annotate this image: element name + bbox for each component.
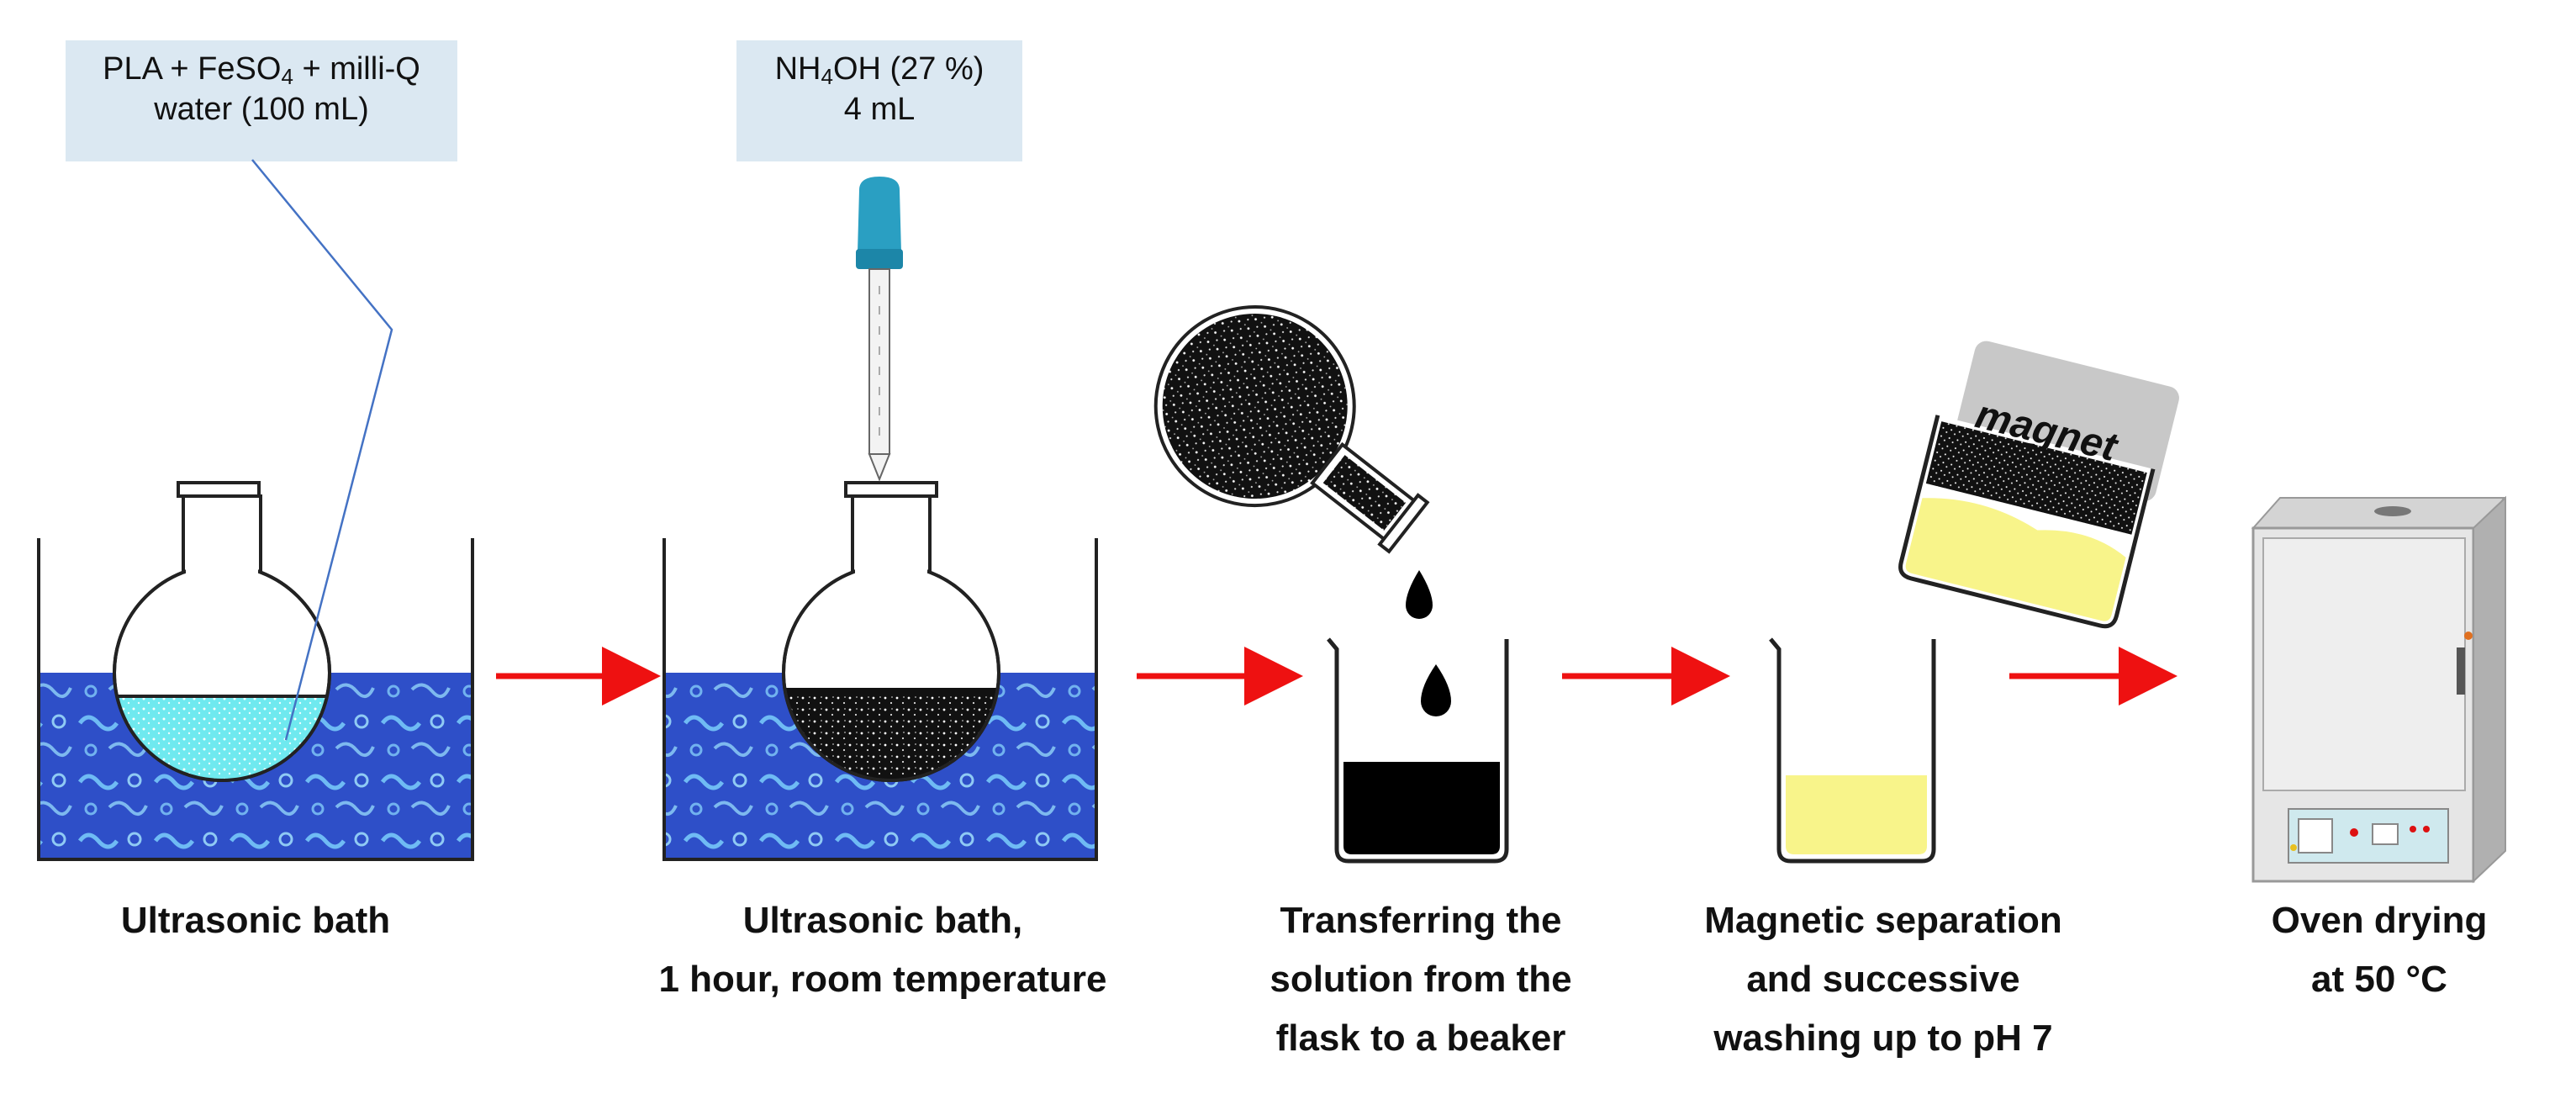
- caption-step-3: Transferring the solution from the flask…: [1219, 891, 1623, 1068]
- caption-step-5-line-1: Oven drying: [2271, 900, 2488, 941]
- reagents-label-line1: PLA + FeSO4 + milli-Q: [103, 51, 420, 89]
- drop-2: [1421, 664, 1451, 716]
- flask-1: [113, 481, 331, 782]
- caption-step-3-line-3: flask to a beaker: [1275, 1017, 1566, 1059]
- caption-step-2-line-2: 1 hour, room temperature: [658, 959, 1107, 1000]
- reagents-label-line2: water (100 mL): [154, 92, 369, 127]
- caption-step-1: Ultrasonic bath: [45, 891, 466, 950]
- caption-step-2-line-1: Ultrasonic bath,: [742, 900, 1023, 941]
- caption-step-3-line-2: solution from the: [1270, 959, 1572, 1000]
- beaker-2: [1769, 637, 1936, 864]
- caption-step-4-line-2: and successive: [1746, 959, 2020, 1000]
- flask-2: [782, 481, 1000, 782]
- ultrasonic-bath-1: [37, 159, 474, 861]
- beaker-1: [1327, 637, 1509, 864]
- transfer-step: [1153, 305, 1509, 864]
- drop-1: [1406, 570, 1433, 619]
- reagents-label: PLA + FeSO4 + milli-Q water (100 mL): [66, 40, 457, 161]
- caption-step-5-line-2: at 50 °C: [2311, 959, 2447, 1000]
- base-label-line2: 4 mL: [843, 92, 916, 127]
- magnetic-separation-step: magnet: [1769, 341, 2179, 864]
- caption-step-1-line-1: Ultrasonic bath: [120, 900, 391, 941]
- caption-step-4-line-3: washing up to pH 7: [1713, 1017, 2053, 1059]
- reagents-leader-line: [251, 159, 393, 741]
- caption-step-4-line-1: Magnetic separation: [1704, 900, 2062, 941]
- ultrasonic-bath-2: [662, 177, 1098, 861]
- tilted-beaker-magnet: [1898, 341, 2179, 629]
- caption-step-5: Oven drying at 50 °C: [2203, 891, 2556, 1009]
- caption-step-2: Ultrasonic bath, 1 hour, room temperatur…: [614, 891, 1152, 1009]
- dropper: [856, 177, 903, 482]
- caption-step-4: Magnetic separation and successive washi…: [1665, 891, 2102, 1068]
- tilted-flask: [1153, 305, 1430, 554]
- base-label-line1: NH4OH (27 %): [774, 51, 984, 89]
- base-label: NH4OH (27 %) 4 mL: [736, 40, 1022, 161]
- oven: [2251, 495, 2506, 884]
- caption-step-3-line-1: Transferring the: [1280, 900, 1562, 941]
